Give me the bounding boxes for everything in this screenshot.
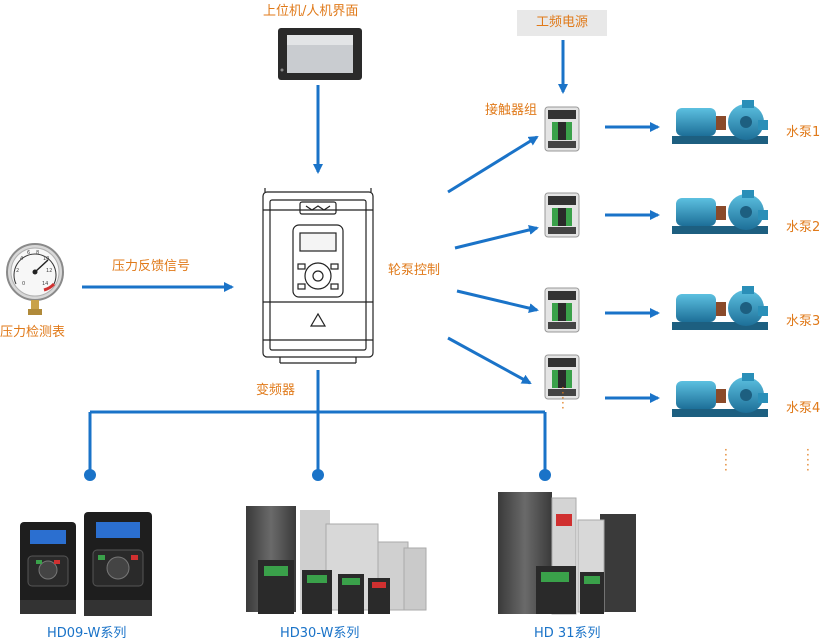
gauge-tick-8: 8 — [36, 250, 39, 256]
hmi-label: 上位机/人机界面 — [263, 4, 359, 19]
series-label-hd30-w: HD30-W系列 — [280, 626, 360, 641]
continuation-dots-pump: ····· — [724, 443, 728, 477]
contactor-icon-4 — [544, 354, 580, 400]
gauge-tick-6: 6 — [27, 250, 30, 256]
product-hd09-w — [20, 512, 152, 616]
pump-icon-4 — [672, 373, 768, 417]
contactor-group-label: 接触器组 — [485, 103, 538, 118]
arrow-vfd-to-contactor-4 — [447, 336, 532, 385]
pump-label-3: 水泵3 — [786, 314, 821, 329]
power-supply-label: 工频电源 — [517, 10, 607, 36]
series-label-hd31: HD 31系列 — [534, 626, 601, 641]
connection-arrows — [82, 40, 660, 403]
pressure-gauge-label: 压力检测表 — [0, 325, 66, 340]
continuation-dots-contactor: ····· — [561, 381, 565, 415]
arrow-vfd-to-contactor-3 — [456, 289, 539, 314]
gauge-tick-10: 10 — [43, 256, 49, 262]
rotation-control-label: 轮泵控制 — [388, 263, 441, 278]
product-hd31 — [498, 492, 636, 615]
pump-icon-2 — [672, 190, 768, 234]
pump-label-4: 水泵4 — [786, 401, 821, 416]
pressure-signal-label: 压力反馈信号 — [112, 259, 191, 274]
vfd-drawing — [262, 188, 374, 364]
gauge-tick-12: 12 — [46, 268, 52, 274]
continuation-dots-label: ····· — [806, 443, 810, 477]
vfd-label: 变频器 — [256, 383, 296, 398]
contactor-icon-1 — [544, 106, 580, 152]
arrow-vfd-to-contactor-2 — [454, 225, 539, 250]
pump-icon-3 — [672, 286, 768, 330]
pump-icon-1 — [672, 100, 768, 144]
pressure-gauge-icon: 0 2 4 6 8 10 12 14 — [6, 243, 64, 315]
hmi-screen-icon — [278, 28, 362, 80]
pump-label-2: 水泵2 — [786, 220, 821, 235]
series-bus — [88, 370, 547, 470]
gauge-tick-0: 0 — [22, 281, 25, 287]
contactor-icon-3 — [544, 287, 580, 333]
contactor-icon-2 — [544, 192, 580, 238]
gauge-tick-14: 14 — [42, 281, 48, 287]
bus-nodes — [84, 469, 551, 481]
series-label-hd09-w: HD09-W系列 — [47, 626, 127, 641]
gauge-tick-4: 4 — [20, 256, 23, 262]
product-hd30-w — [246, 506, 427, 614]
arrow-vfd-to-contactor-1 — [447, 135, 539, 194]
pump-label-1: 水泵1 — [786, 125, 821, 140]
gauge-tick-2: 2 — [16, 268, 19, 274]
